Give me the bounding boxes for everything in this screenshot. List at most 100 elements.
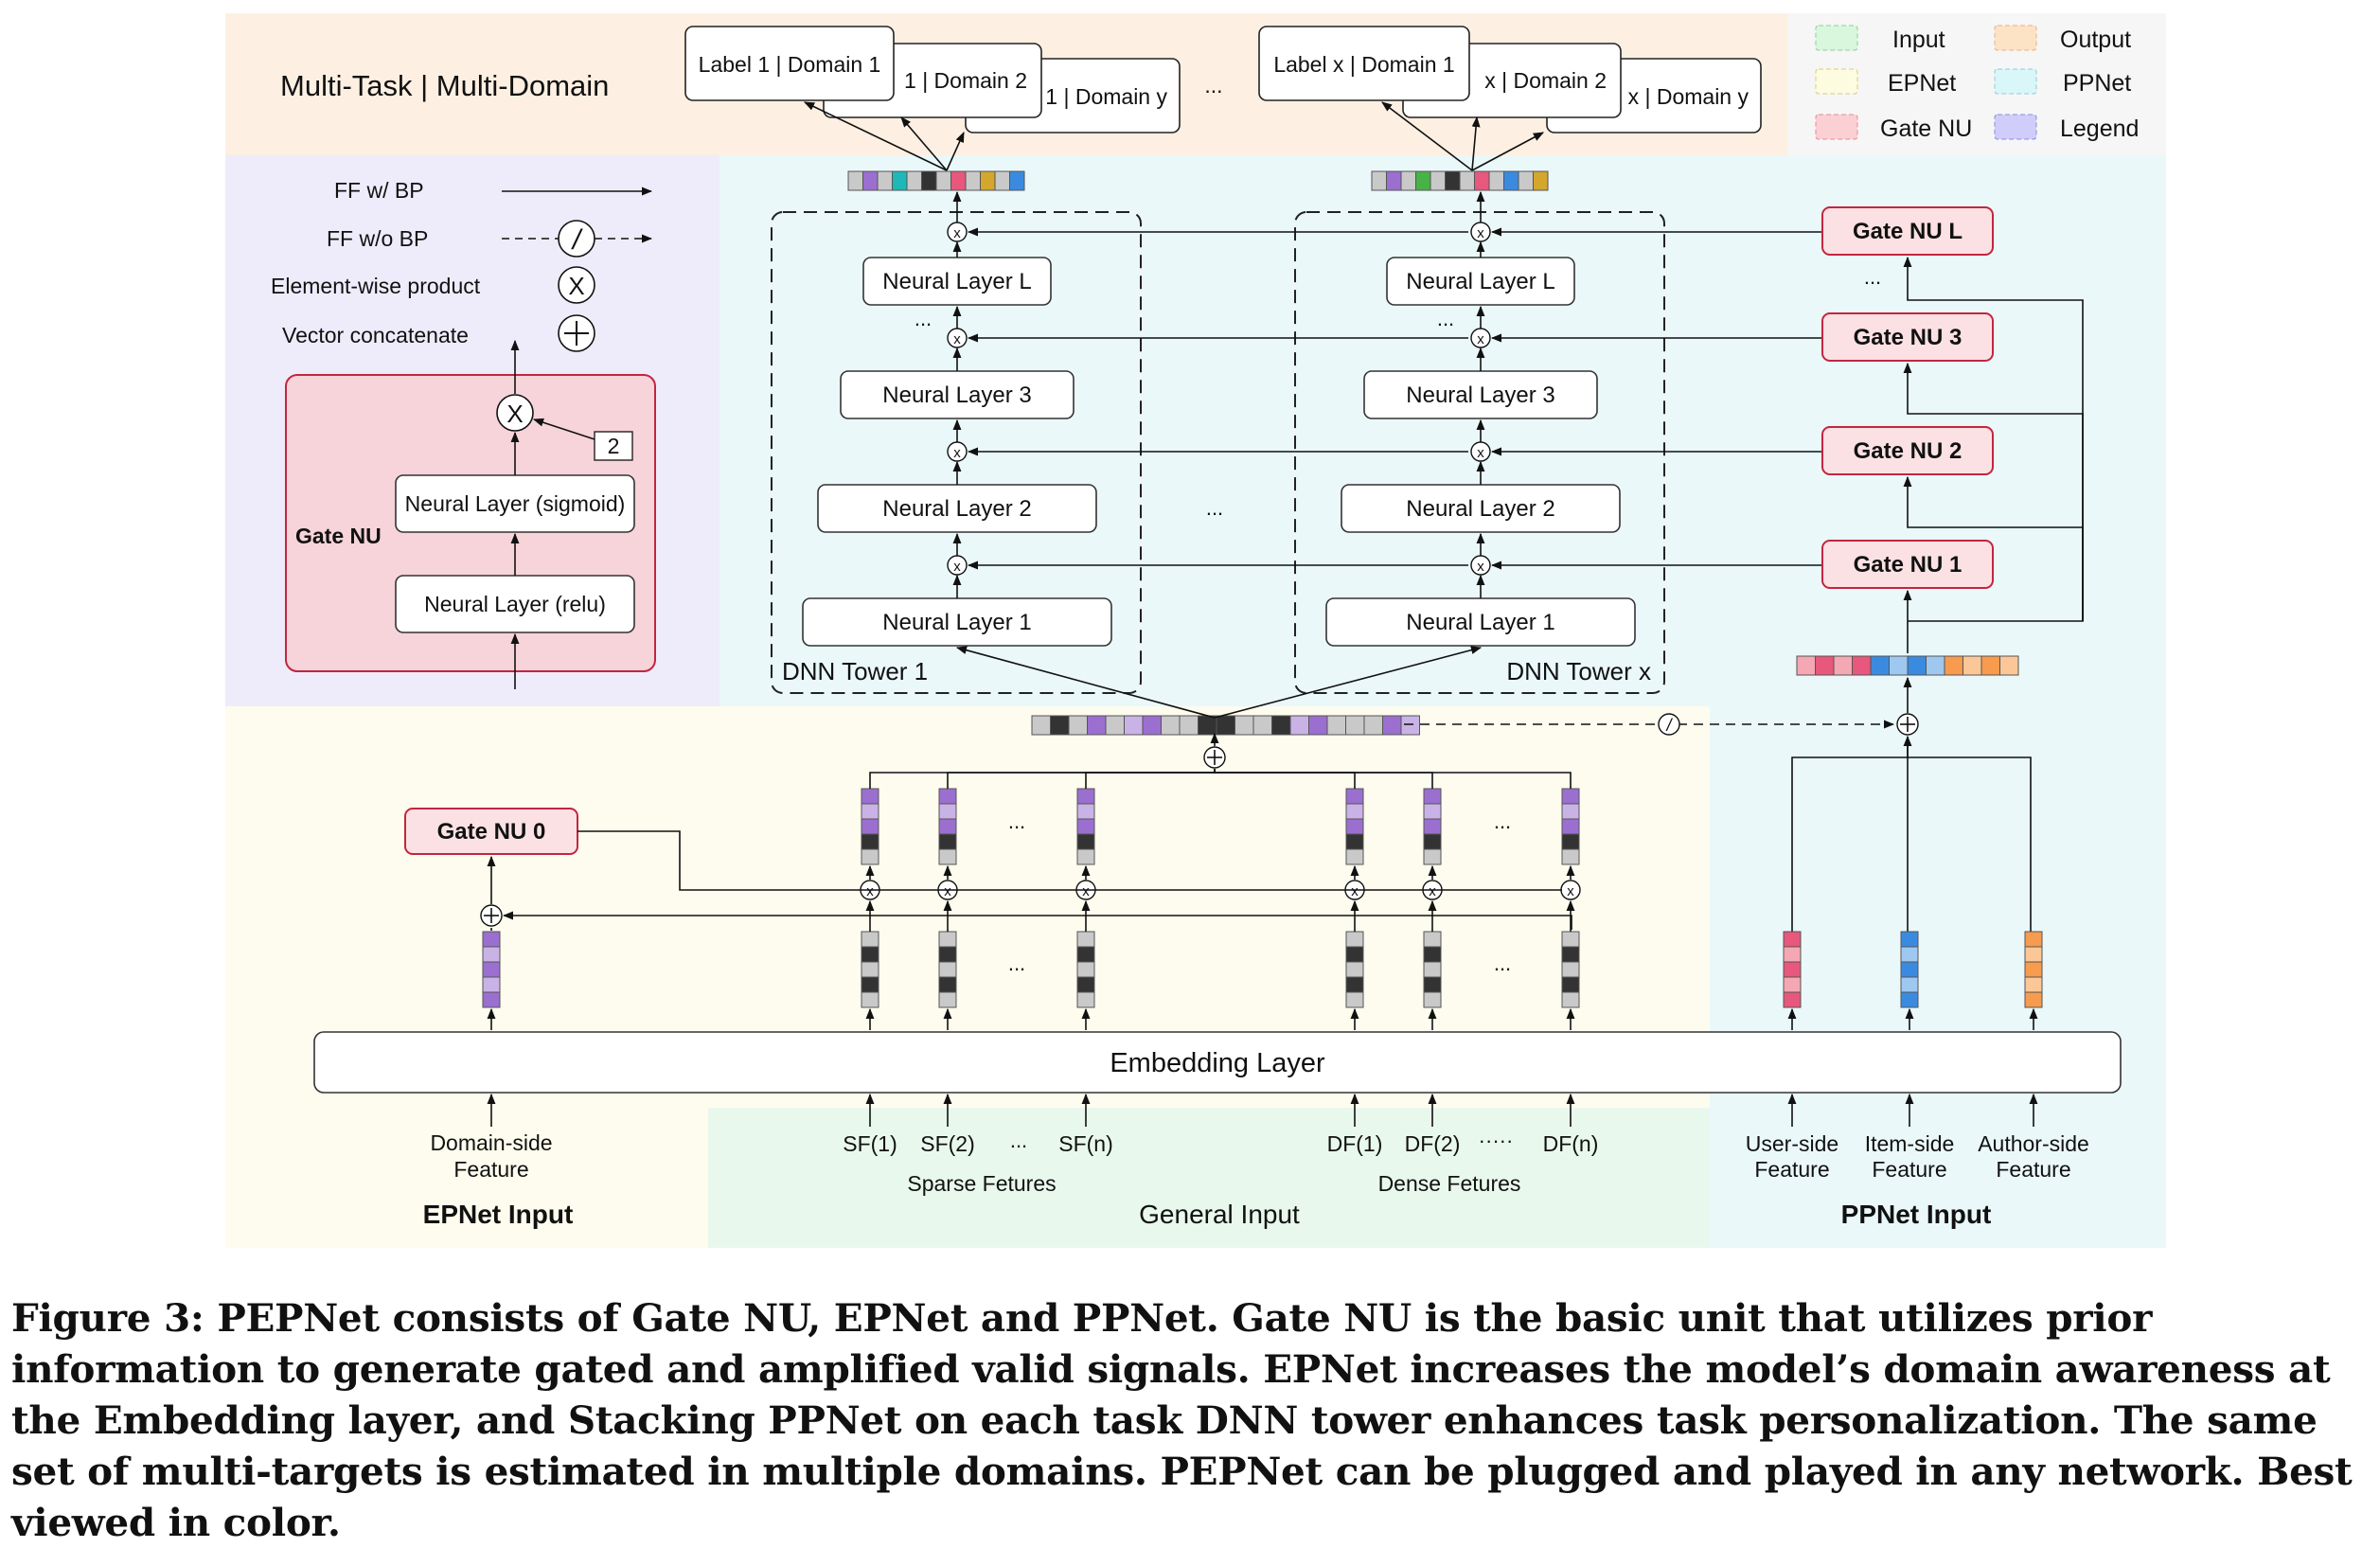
legend-label-legend: Legend xyxy=(2060,116,2139,142)
output-ellipsis: ... xyxy=(1204,73,1222,98)
tx-layer-l: Neural Layer L xyxy=(1406,269,1554,294)
stack-cell xyxy=(938,931,957,948)
stack-cell xyxy=(861,803,879,820)
vector-cell xyxy=(892,170,908,191)
stack-cell xyxy=(1423,788,1442,805)
product-node xyxy=(947,328,968,348)
ppnet-input-label: PPNet Input xyxy=(1841,1200,1992,1229)
legend-swatch-ppnet xyxy=(1994,68,2037,95)
gate-nu-2-box xyxy=(1821,426,1994,475)
stack-cell xyxy=(1076,931,1095,948)
product-glyph: x xyxy=(953,559,961,575)
stack-cell xyxy=(938,803,957,820)
df-1-label: DF(1) xyxy=(1327,1131,1383,1156)
stack-cell xyxy=(938,818,957,835)
stack-cell xyxy=(482,976,501,993)
product-glyph: x xyxy=(1477,225,1484,241)
vector-cell xyxy=(1234,715,1254,736)
stack-cell xyxy=(2024,946,2043,963)
elementwise-glyph: X xyxy=(568,272,584,300)
product-node xyxy=(947,555,968,576)
df-n-label: DF(n) xyxy=(1543,1131,1599,1156)
gate-nu-2-label: Gate NU 2 xyxy=(1854,438,1963,464)
stack-cell xyxy=(1783,946,1802,963)
gather-line xyxy=(1214,769,1572,789)
product-glyph: x xyxy=(1477,445,1484,461)
stack-cell xyxy=(1345,848,1364,865)
product-glyph: x xyxy=(1429,883,1436,899)
dnn-tower-1-frame xyxy=(771,211,1142,694)
stack-cell xyxy=(1076,991,1095,1008)
stack-cell xyxy=(1783,976,1802,993)
tower1-label-1: Label 1 | Domain 1 xyxy=(699,52,881,77)
domain-feature-line1: Domain-side xyxy=(430,1130,552,1155)
pepnet-architecture-diagram: Input Output EPNet PPNet Gate NU Legend … xyxy=(225,13,2166,1248)
vector-cell xyxy=(1345,715,1365,736)
legend-label-output: Output xyxy=(2060,27,2131,53)
t1-ellipsis: ... xyxy=(915,307,932,330)
vector-cell xyxy=(950,170,967,191)
vector-cell xyxy=(1430,170,1446,191)
color-legend: Input Output EPNet PPNet Gate NU Legend xyxy=(1815,25,2139,142)
stack-cell xyxy=(1561,961,1580,978)
input-labels: Domain-side Feature SF(1) SF(2) ... SF(n… xyxy=(423,1129,2089,1229)
legend-swatch-input xyxy=(1815,25,1858,51)
vector-cell xyxy=(1944,655,1963,676)
stack-cell xyxy=(1900,991,1919,1008)
column-ellipsis: ... xyxy=(1494,810,1511,833)
tower1-output-labels: 1 | Domain y 1 | Domain 2 Label 1 | Doma… xyxy=(684,26,1181,133)
stack-cell xyxy=(1345,931,1364,948)
gate-nu-0-label: Gate NU 0 xyxy=(437,819,546,845)
tower1-label-3: 1 | Domain y xyxy=(1045,84,1167,109)
output-arrows xyxy=(803,101,1544,171)
tx-ellipsis: ... xyxy=(1437,307,1454,330)
product-node xyxy=(947,222,968,242)
stack-cell xyxy=(1561,818,1580,835)
item-feature-line1: Item-side xyxy=(1865,1131,1955,1156)
stack-cell xyxy=(482,946,501,963)
gate-nu-1-label: Gate NU 1 xyxy=(1854,552,1963,578)
vector-cell xyxy=(1980,655,2000,676)
author-feature-line1: Author-side xyxy=(1978,1131,2089,1156)
stack-cell xyxy=(1345,976,1364,993)
ppnet-prior-vector xyxy=(1796,655,2019,676)
stop-gradient-node-slash: / xyxy=(1664,716,1673,735)
embedding-layer-box xyxy=(313,1031,2122,1094)
stop-gradient-icon xyxy=(558,220,595,258)
concatenated-embedding-vector xyxy=(1031,715,1420,736)
stack-cell xyxy=(1561,976,1580,993)
stack-cell xyxy=(1561,833,1580,850)
vector-cell xyxy=(1474,170,1490,191)
sf-2-label: SF(2) xyxy=(920,1131,975,1156)
stack-cell xyxy=(1345,833,1364,850)
gate-nu-block: Gate NU Neural Layer (relu) Neural Layer… xyxy=(285,339,656,689)
stack-cell xyxy=(1561,991,1580,1008)
stack-cell xyxy=(861,946,879,963)
stack-cell xyxy=(1561,946,1580,963)
vector-cell xyxy=(1216,715,1235,736)
stack-cell xyxy=(1345,788,1364,805)
stack-cell xyxy=(1561,848,1580,865)
vector-cell xyxy=(1386,170,1402,191)
epnet-gather-line xyxy=(502,911,1572,930)
stack-cell xyxy=(1900,976,1919,993)
vector-cell xyxy=(1852,655,1872,676)
output-title: Multi-Task | Multi-Domain xyxy=(280,69,609,102)
stack-cell xyxy=(1900,946,1919,963)
towerx-output-labels: x | Domain y x | Domain 2 Label x | Doma… xyxy=(1258,26,1762,133)
stack-cell xyxy=(1345,803,1364,820)
product-node xyxy=(947,441,968,462)
legend-swatch-gate-nu xyxy=(1815,114,1858,140)
ppnet-gate-wiring xyxy=(1903,256,2084,653)
concat-label: Vector concatenate xyxy=(282,323,469,347)
user-feature-line1: User-side xyxy=(1746,1131,1838,1156)
vector-cell xyxy=(1142,715,1162,736)
vector-cell xyxy=(1252,715,1272,736)
column-ellipsis: ... xyxy=(1494,952,1511,975)
stack-cell xyxy=(1076,788,1095,805)
vector-cell xyxy=(847,170,863,191)
vector-cell xyxy=(1796,655,1816,676)
stack-cell xyxy=(1423,946,1442,963)
vector-cell xyxy=(1087,715,1107,736)
